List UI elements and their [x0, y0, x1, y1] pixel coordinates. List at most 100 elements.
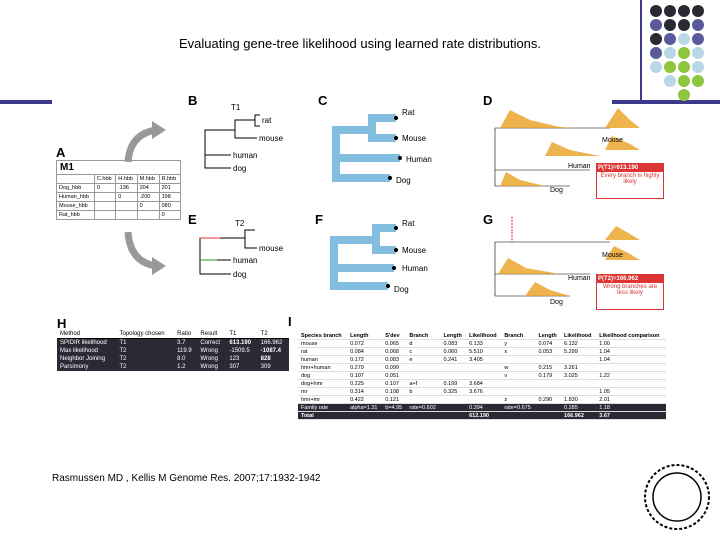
- panel-label-c: C: [318, 93, 328, 108]
- cell: 080: [158, 201, 182, 211]
- matrix-title: M1: [56, 160, 181, 174]
- cell: [382, 411, 407, 420]
- leaf-mouse: mouse: [259, 244, 284, 253]
- cell: 0.422: [347, 395, 383, 404]
- cell: rat: [298, 347, 348, 356]
- leaf-human: Human: [568, 275, 591, 282]
- cell: mouse: [298, 339, 348, 348]
- panel-d-likelihood-box: P(T1)=613.190 Every branch is highly lik…: [596, 163, 664, 199]
- cell: d: [406, 339, 441, 348]
- cell: 307: [229, 364, 240, 370]
- column-header: Topology chosen: [119, 331, 165, 337]
- cell: 0.083: [382, 355, 407, 364]
- cell: x: [501, 347, 536, 356]
- cell: 613.190: [229, 340, 252, 346]
- panel-label-i: I: [288, 314, 292, 329]
- cell: -1509.5: [229, 348, 250, 354]
- leaf-mouse: Mouse: [402, 134, 427, 143]
- cell: Correct: [200, 340, 221, 346]
- cell: c: [406, 347, 441, 356]
- cell: 0: [158, 210, 182, 220]
- leaf-human: human: [233, 256, 257, 265]
- cell: 612.190: [466, 411, 502, 420]
- header-rule-left: [0, 100, 52, 104]
- cell: 0.241: [440, 355, 467, 364]
- cell: 166.962: [260, 340, 283, 346]
- cell: Parsimony: [60, 364, 89, 370]
- cell: 1.04: [596, 347, 666, 356]
- cell: T2: [119, 356, 127, 362]
- cell: 198: [158, 192, 182, 202]
- column-header: Length: [347, 332, 383, 340]
- cell: 119.9: [177, 348, 192, 354]
- cell: 0.172: [347, 355, 383, 364]
- cell: 2.01: [596, 395, 666, 404]
- cshl-press-logo: [644, 464, 710, 530]
- leaf-dog: dog: [233, 164, 246, 173]
- cell: 3.676: [466, 387, 502, 396]
- cell: b=4.95: [382, 403, 407, 412]
- cell: [406, 371, 441, 380]
- leaf-dog: Dog: [550, 299, 563, 306]
- cell: 1.18: [596, 403, 666, 412]
- cell: w: [501, 363, 536, 372]
- matrix-header: M.hbb: [136, 174, 160, 184]
- cell: -1087.4: [260, 348, 282, 354]
- cell: [596, 363, 666, 372]
- cell: mr: [298, 387, 348, 396]
- cell: 8.0: [177, 356, 186, 362]
- column-header: Method: [60, 331, 81, 337]
- cell: 166.962: [561, 411, 597, 420]
- cell: [440, 363, 467, 372]
- cell: [561, 387, 597, 396]
- cell: [93, 201, 117, 211]
- cell: 0.072: [347, 339, 383, 348]
- cell: 1.00: [596, 339, 666, 348]
- cell: v: [501, 371, 536, 380]
- cell: Dog_hbb: [56, 183, 95, 193]
- panel-label-e: E: [188, 212, 197, 227]
- cell: [501, 379, 536, 388]
- panel-e-tree-t2: T2 mouse human dog: [199, 219, 284, 279]
- leaf-dog: Dog: [394, 285, 409, 294]
- cell: 828: [260, 356, 271, 362]
- column-header: Likelihood: [466, 332, 502, 340]
- likelihood-value: P(T1)=613.190: [597, 164, 663, 172]
- cell: [596, 379, 666, 388]
- leaf-human: human: [233, 151, 257, 160]
- header-vertical-rule: [640, 0, 642, 100]
- cell: [347, 411, 383, 420]
- cell: 201: [158, 183, 182, 193]
- column-header: Branch: [406, 332, 441, 340]
- cell: 1.05: [596, 387, 666, 396]
- cell: 0.083: [440, 339, 467, 348]
- cell: [535, 387, 562, 396]
- cell: [501, 411, 536, 420]
- leaf-mouse: Mouse: [402, 246, 427, 255]
- cell: 0.065: [382, 339, 407, 348]
- cell: 0.290: [535, 395, 562, 404]
- cell: 3.7: [177, 340, 186, 346]
- cell: 204: [136, 183, 160, 193]
- cell: 0.099: [382, 363, 407, 372]
- cell: [535, 403, 562, 412]
- cell: 0.074: [535, 339, 562, 348]
- cell: T2: [119, 348, 127, 354]
- cell: [93, 210, 117, 220]
- cell: 1.04: [596, 355, 666, 364]
- cell: 0.121: [382, 395, 407, 404]
- cell: alpha=1.31: [347, 403, 383, 412]
- cell: Wrong: [200, 348, 218, 354]
- tree-name-t1: T1: [231, 103, 241, 112]
- panel-label-g: G: [483, 212, 494, 227]
- likelihood-note: Every branch is highly likely: [600, 173, 660, 185]
- cell: [440, 403, 467, 412]
